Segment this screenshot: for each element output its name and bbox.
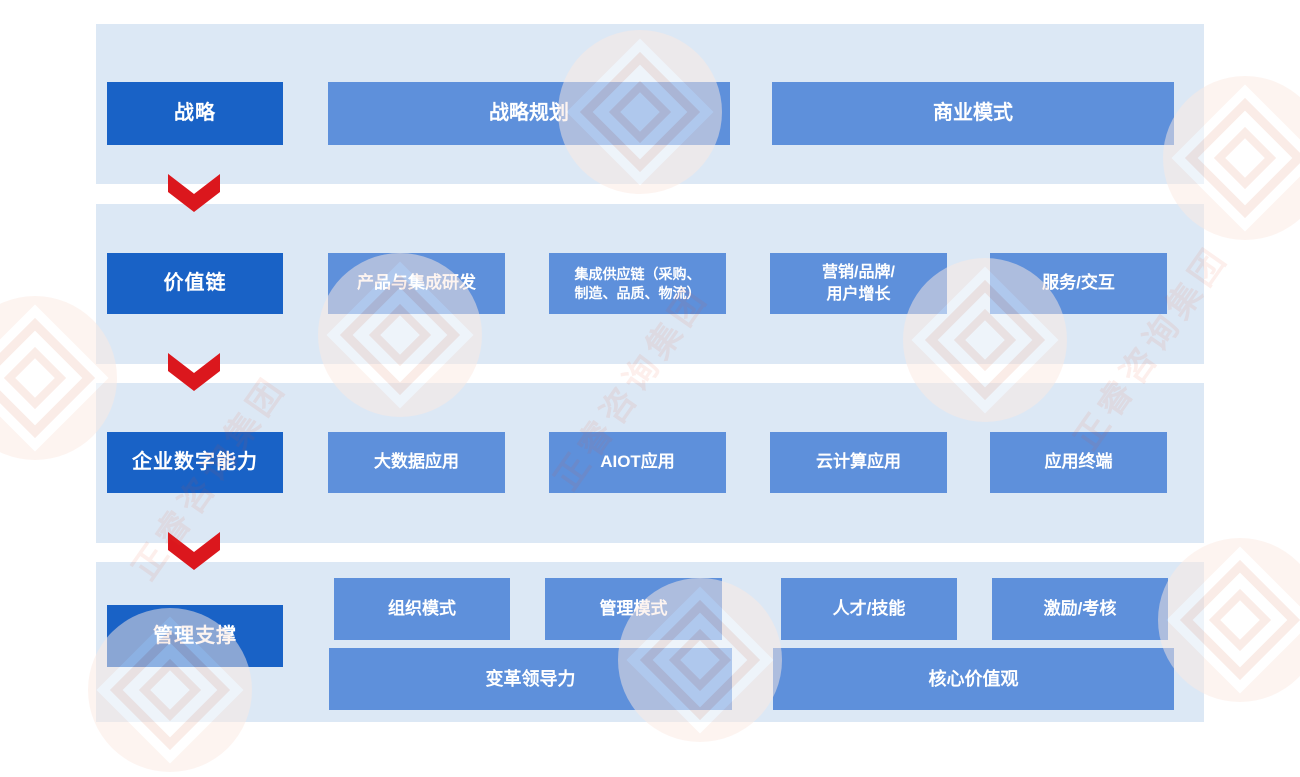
box-service-interaction: 服务/交互 [990, 253, 1167, 314]
box-change-leadership: 变革领导力 [329, 648, 732, 710]
row-label-enterprise-digital-capability: 企业数字能力 [107, 432, 283, 493]
box-application-terminal: 应用终端 [990, 432, 1167, 493]
row-label-value-chain: 价值链 [107, 253, 283, 314]
box-product-integrated-rd: 产品与集成研发 [328, 253, 505, 314]
box-big-data-application: 大数据应用 [328, 432, 505, 493]
box-strategic-planning: 战略规划 [328, 82, 730, 145]
down-chevron-icon [168, 353, 220, 391]
row-label-management-support: 管理支撑 [107, 605, 283, 667]
box-core-values: 核心价值观 [773, 648, 1174, 710]
down-chevron-icon [168, 174, 220, 212]
box-integrated-supply-chain: 集成供应链（采购、 制造、品质、物流） [549, 253, 726, 314]
box-business-model: 商业模式 [772, 82, 1174, 145]
down-chevron-icon [168, 532, 220, 570]
row-label-strategy: 战略 [107, 82, 283, 145]
box-cloud-computing-application: 云计算应用 [770, 432, 947, 493]
box-marketing-brand-user-growth: 营销/品牌/ 用户增长 [770, 253, 947, 314]
box-talent-skills: 人才/技能 [781, 578, 957, 640]
box-incentive-assessment: 激励/考核 [992, 578, 1168, 640]
box-management-model: 管理模式 [545, 578, 722, 640]
box-organization-model: 组织模式 [334, 578, 510, 640]
box-aiot-application: AIOT应用 [549, 432, 726, 493]
